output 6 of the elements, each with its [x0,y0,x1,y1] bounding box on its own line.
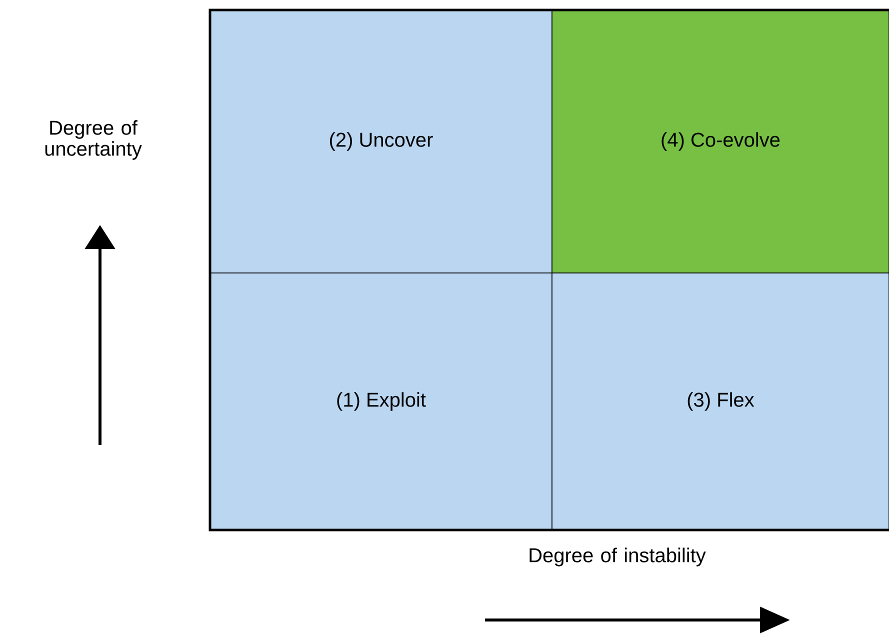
quadrant-cell: (1) Exploit [210,272,552,530]
axis-label: Degree of uncertainty [45,120,142,160]
quadrant-cell: (2) Uncover [210,10,552,274]
quadrant-cell: (3) Flex [552,272,889,530]
axis-label: Degree of instability [530,548,706,566]
quadrant-cell: (4) Co-evolve [552,10,889,274]
